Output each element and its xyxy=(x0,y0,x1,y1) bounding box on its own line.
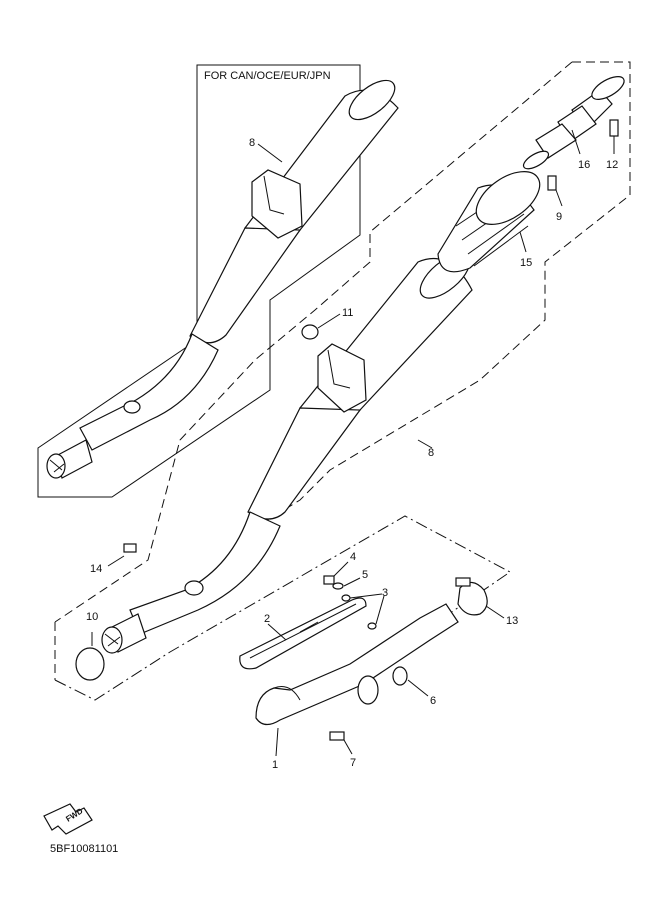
callout-4: 4 xyxy=(350,551,356,563)
callout-12: 12 xyxy=(606,159,618,171)
callout-3: 3 xyxy=(382,587,388,599)
callout-2: 2 xyxy=(264,613,270,625)
part-2-protector: 2 xyxy=(239,597,367,670)
part-7-bolt: 7 xyxy=(329,731,356,769)
part-11-grommet: 11 xyxy=(301,307,353,340)
callout-10: 10 xyxy=(86,611,98,623)
callout-16: 16 xyxy=(578,159,590,171)
part-5-washer: 5 xyxy=(332,569,368,590)
part-12-bolt: 12 xyxy=(606,119,619,171)
callout-1: 1 xyxy=(272,759,278,771)
callout-13: 13 xyxy=(506,615,518,627)
inset-muffler: 8 xyxy=(46,79,399,479)
main-assembly-boundary xyxy=(54,61,631,680)
part-14-bolt: 14 xyxy=(90,543,137,575)
callout-6: 6 xyxy=(430,695,436,707)
region-label: FOR CAN/OCE/EUR/JPN xyxy=(204,70,331,82)
callout-7: 7 xyxy=(350,757,356,769)
part-10-gasket: 10 xyxy=(75,611,105,681)
part-3-washer: 3 xyxy=(341,587,388,630)
part-9-bolt: 9 xyxy=(547,175,563,223)
callout-8-main: 8 xyxy=(428,447,434,459)
part-6-gasket: 6 xyxy=(392,666,436,707)
callout-15: 15 xyxy=(520,257,532,269)
part-4-bolt: 4 xyxy=(323,551,356,585)
callout-5: 5 xyxy=(362,569,368,581)
part-16-tail-pipe: 16 xyxy=(522,76,625,171)
callout-11: 11 xyxy=(342,307,353,319)
callout-8-inset: 8 xyxy=(249,137,255,149)
diagram-code: 5BF10081101 xyxy=(50,843,118,855)
fwd-arrow: FWD xyxy=(43,803,93,835)
callout-14: 14 xyxy=(90,563,102,575)
main-muffler: 8 xyxy=(101,253,473,654)
callout-9: 9 xyxy=(556,211,562,223)
part-13-clamp: 13 xyxy=(455,577,518,627)
lower-assembly-boundary xyxy=(54,515,511,701)
part-15-spark-arrester: 15 xyxy=(437,171,541,273)
part-1-exhaust-pipe: 1 xyxy=(255,603,459,771)
